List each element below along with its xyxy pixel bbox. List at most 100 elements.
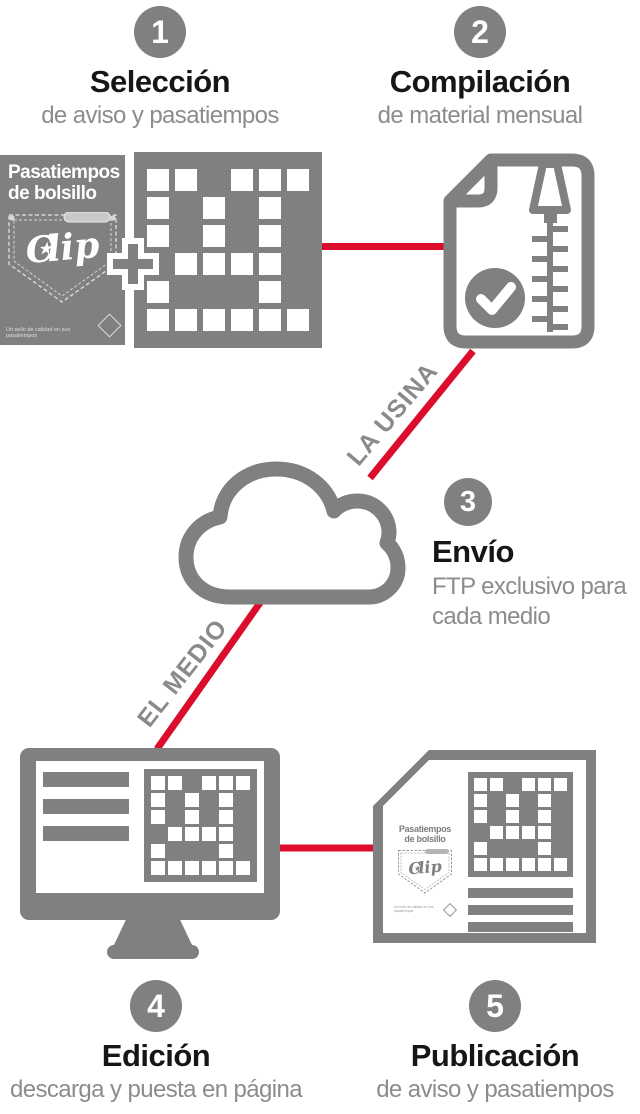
crossword-open-cell [538,778,551,791]
crossword-open-cell [259,253,281,275]
crossword-blocked-cell [168,810,182,824]
step-1-header: 1 Selección de aviso y pasatiempos [0,6,320,130]
crossword-blocked-cell [168,844,182,858]
crossword-blocked-cell [202,844,216,858]
crossword-blocked-cell [236,793,250,807]
folded-corner [450,160,498,208]
crossword-open-cell [202,861,216,875]
crossword-open-cell [259,309,281,331]
step-5-title: Publicación [410,1038,580,1073]
crossword-open-cell [175,309,197,331]
crossword-blocked-cell [168,793,182,807]
mini-booklet-title-line1: Pasatiempos [398,824,452,834]
crossword-blocked-cell [175,225,197,247]
crossword-open-cell [219,810,233,824]
crossword-open-cell [522,826,535,839]
crossword-open-cell [538,794,551,807]
crossword-open-cell [287,309,309,331]
crossword-open-cell [175,169,197,191]
step-4-header: 4 Edición descarga y puesta en página [0,980,312,1104]
crossword-blocked-cell [287,225,309,247]
crossword-open-cell [236,776,250,790]
crossword-blocked-cell [185,844,199,858]
crossword-open-cell [474,842,487,855]
monitor-icon [20,748,280,963]
crossword-open-cell [231,253,253,275]
step-3-number: 3 [459,485,477,518]
step-4-title: Edición [101,1038,211,1073]
crossword-open-cell [147,281,169,303]
booklet-title-line2: de bolsillo [8,183,97,204]
crossword-open-cell [259,169,281,191]
crossword-open-cell [147,197,169,219]
crossword-blocked-cell [203,281,225,303]
crossword-blocked-cell [522,842,535,855]
crossword-grid-page [468,772,573,877]
crossword-open-cell [474,810,487,823]
crossword-open-cell [203,197,225,219]
clip-booklet-cover: Pasatiempos de bolsillo C★lip Un sello d… [0,155,125,345]
step-3-number-badge: 3 [444,478,492,526]
step-5-number: 5 [486,987,504,1024]
text-line-bar [468,922,573,932]
crossword-blocked-cell [236,827,250,841]
crossword-open-cell [287,169,309,191]
crossword-open-cell [259,197,281,219]
crossword-open-cell [522,858,535,871]
step-1-number: 1 [151,13,169,50]
crossword-blocked-cell [522,810,535,823]
step-2-number: 2 [471,13,489,50]
crossword-blocked-cell [151,827,165,841]
step-4-subtitle: descarga y puesta en página [9,1076,303,1103]
booklet-title: Pasatiempos de bolsillo [0,155,125,204]
crossword-open-cell [490,826,503,839]
crossword-blocked-cell [175,197,197,219]
crossword-blocked-cell [287,197,309,219]
crossword-open-cell [147,309,169,331]
text-line-bar [468,905,573,915]
crossword-open-cell [203,253,225,275]
crossword-blocked-cell [474,826,487,839]
crossword-open-cell [490,778,503,791]
booklet-tagline: Un sello de calidad en sus pasatiempos [6,327,71,339]
crossword-open-cell [185,810,199,824]
pocket-icon [8,212,117,303]
step-1-title: Selección [89,64,231,99]
crossword-blocked-cell [554,810,567,823]
crossword-blocked-cell [236,844,250,858]
step-3-title: Envío [432,534,514,569]
crossword-open-cell [506,794,519,807]
crossword-open-cell [231,169,253,191]
crossword-open-cell [168,776,182,790]
crossword-blocked-cell [287,281,309,303]
text-line-bar [43,772,129,787]
zip-file-icon [443,153,595,349]
clip-ad-thumbnail: Pasatiempos de bolsillo C★lip Un sello d… [391,822,459,924]
step-3-subtitle-line2: cada medio [432,603,551,630]
cloud-icon [178,461,406,605]
mini-clip-logo-rest: lip [417,856,443,878]
crossword-open-cell [554,778,567,791]
crossword-open-cell [219,793,233,807]
step-2-title: Compilación [389,64,571,99]
crossword-open-cell [259,281,281,303]
step-1-number-badge: 1 [134,6,186,58]
crossword-blocked-cell [554,794,567,807]
crossword-blocked-cell [554,842,567,855]
mini-booklet-title: Pasatiempos de bolsillo [391,822,459,844]
crossword-open-cell [506,810,519,823]
crossword-open-cell [185,861,199,875]
step-2-number-badge: 2 [454,6,506,58]
step-5-number-badge: 5 [469,980,521,1032]
crossword-open-cell [259,225,281,247]
crossword-open-cell [151,810,165,824]
crossword-open-cell [203,309,225,331]
printed-page-icon: Pasatiempos de bolsillo C★lip Un sello d… [373,750,596,943]
crossword-open-cell [147,225,169,247]
text-line-bar [43,826,129,841]
step-1-subtitle: de aviso y pasatiempos [41,102,279,129]
crossword-open-cell [219,776,233,790]
crossword-blocked-cell [202,810,216,824]
clip-logo-rest: lip [45,223,102,271]
